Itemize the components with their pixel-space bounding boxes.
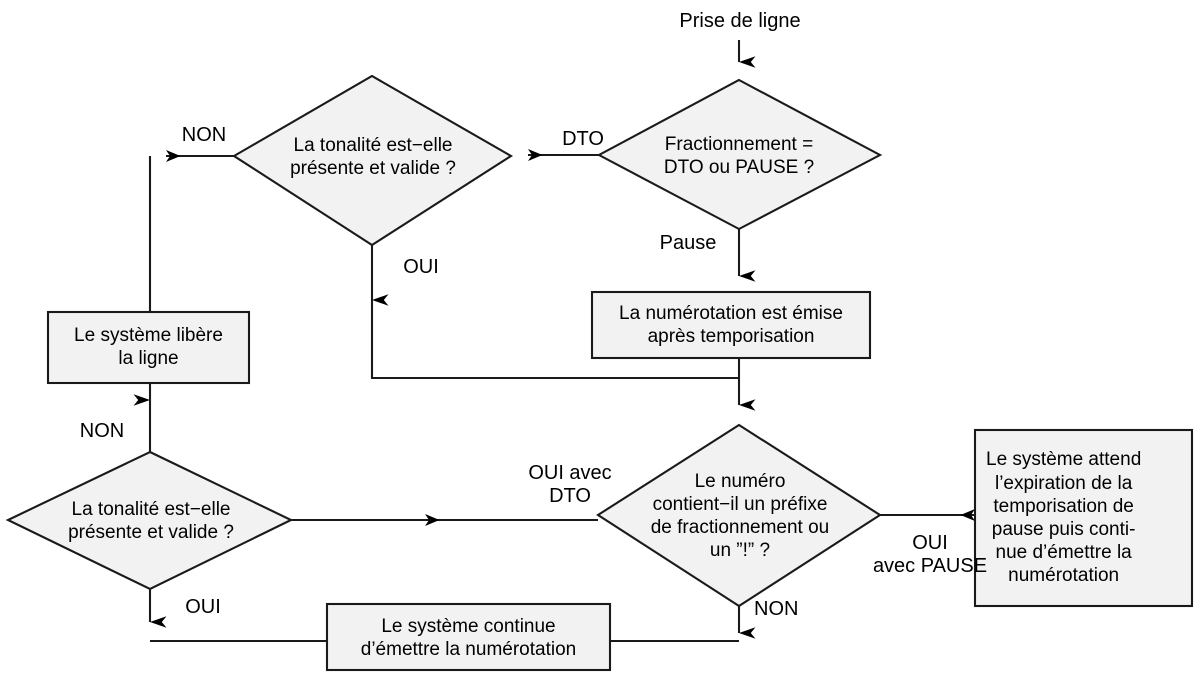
edge-label-pause: Pause [659,232,717,254]
edge-label-oui-avec-dto: OUI avec DTO [528,462,612,507]
shape-process-libere [46,310,251,385]
shape-decision-tonalite-top [231,74,514,247]
shape-decision-tonalite-bottom [5,450,294,591]
shape-process-attend-pause [973,428,1194,608]
edge-label-non-prefixe: NON [754,598,799,620]
edge-label-oui-bottom: OUI [185,596,221,618]
shape-decision-fractionnement [596,78,883,231]
edge-oui-down-right [370,300,739,380]
shape-decision-prefixe [596,423,882,608]
shape-process-numerotation-temporisation [590,290,872,360]
edge-label-non-bottom: NON [79,420,125,442]
edge-label-oui-avec-pause: OUI avec PAUSE [872,532,988,577]
edge-label-non-top: NON [181,124,227,146]
edge-label-dto: DTO [562,128,604,150]
shape-process-continue-numerotation [325,602,612,672]
edge-label-oui-top: OUI [403,256,439,278]
